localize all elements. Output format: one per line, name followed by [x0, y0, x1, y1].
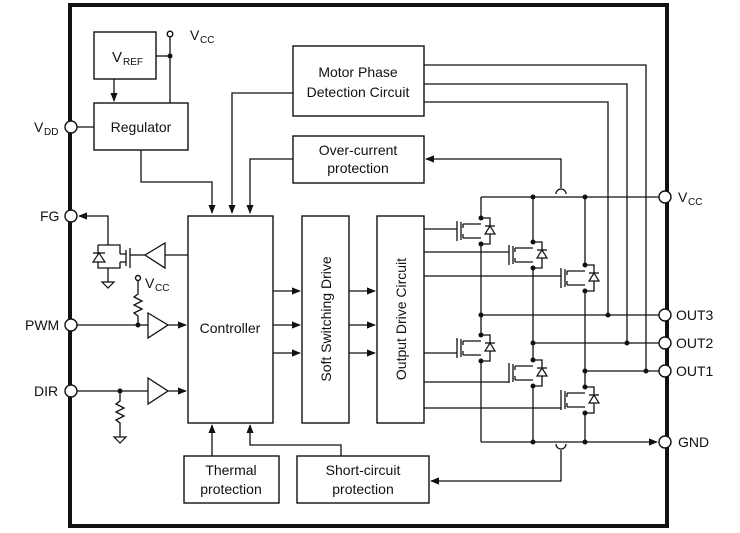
svg-text:Short-circuit: Short-circuit [326, 462, 401, 478]
svg-text:Thermal: Thermal [205, 462, 256, 478]
pin-dir-label: DIR [34, 383, 58, 399]
svg-text:protection: protection [327, 160, 388, 176]
sense-to-overcurrent-arrow [425, 155, 562, 188]
pin-dir [64, 384, 78, 398]
svg-text:Controller: Controller [200, 320, 261, 336]
phase-detect-to-controller-arrow [228, 92, 293, 214]
right-pins: V CC OUT3 OUT2 OUT1 GND [658, 189, 714, 450]
controller-block: Controller [187, 215, 274, 424]
vcc-top-label: V [190, 27, 200, 43]
short-circuit-protection-block: Short-circuit protection [296, 455, 430, 504]
svg-text:CC: CC [155, 283, 169, 294]
pullup-resistor-icon [132, 280, 144, 325]
svg-text:Soft Switching Drive: Soft Switching Drive [318, 256, 334, 381]
pulldown-resistor-icon [114, 391, 126, 437]
pin-pwm [64, 318, 78, 332]
svg-text:Over-current: Over-current [319, 142, 398, 158]
motor-phase-detection-block: Motor Phase Detection Circuit [292, 45, 425, 117]
pin-out3-label: OUT3 [676, 307, 714, 323]
fg-output-arrow [78, 212, 109, 245]
vcc-terminal-icon [166, 30, 174, 38]
shortcircuit-to-controller-arrow [246, 424, 342, 456]
power-mosfet-bridge [456, 197, 601, 442]
phase-1-low-side-mosfet-icon [560, 384, 601, 416]
vref-block: V REF [93, 31, 157, 80]
ground-icon [100, 281, 116, 289]
pwm-buffer-icon [147, 311, 170, 340]
pin-pwm-label: PWM [25, 317, 59, 333]
vref-label: V [112, 49, 122, 66]
output-drive-circuit-block: Output Drive Circuit [376, 215, 425, 424]
pin-out2-label: OUT2 [676, 335, 714, 351]
pin-out2 [658, 336, 672, 350]
pin-gnd [658, 435, 672, 449]
svg-text:DD: DD [44, 127, 58, 138]
svg-text:CC: CC [688, 197, 702, 208]
pin-vcc [658, 190, 672, 204]
ground-icon [112, 436, 128, 444]
wire-crossover [555, 443, 567, 450]
phase-feedback-wires [424, 64, 647, 371]
pin-out1-label: OUT1 [676, 363, 714, 379]
phase-3-low-side-mosfet-icon [456, 332, 497, 364]
fg-buffer-icon [143, 241, 166, 270]
svg-text:Motor Phase: Motor Phase [318, 64, 398, 80]
pin-vdd-label: V [34, 119, 44, 135]
overcurrent-to-controller-arrow [246, 158, 293, 214]
phase-2-high-side-mosfet-icon [508, 239, 549, 271]
pin-gnd-label: GND [678, 434, 709, 450]
pin-fg-label: FG [40, 208, 59, 224]
svg-text:protection: protection [200, 481, 261, 497]
phase-3-high-side-mosfet-icon [456, 215, 497, 247]
pin-vcc-label: V [678, 189, 688, 205]
wire-crossover [555, 188, 567, 195]
controller-to-softswitch-arrows [273, 287, 301, 357]
pin-vdd [64, 120, 78, 134]
pin-fg [64, 209, 78, 223]
chip-outline [68, 3, 669, 528]
junction-dot [167, 53, 173, 59]
pin-out1 [658, 364, 672, 378]
vref-sub: REF [123, 57, 143, 68]
svg-text:CC: CC [200, 35, 214, 46]
gate-drive-wires [424, 228, 561, 409]
vcc-terminal-icon [134, 274, 142, 282]
svg-text:Detection Circuit: Detection Circuit [307, 84, 410, 100]
thermal-protection-block: Thermal protection [183, 455, 280, 504]
svg-text:protection: protection [332, 481, 393, 497]
pin-out3 [658, 308, 672, 322]
regulator-block: Regulator [93, 102, 189, 151]
dir-buffer-icon [147, 376, 170, 406]
phase-1-high-side-mosfet-icon [560, 262, 601, 294]
regulator-label: Regulator [111, 119, 172, 135]
regulator-to-controller-arrow [140, 150, 216, 214]
vcc-pullup-label: V [145, 275, 155, 291]
softswitch-to-output-arrows [349, 287, 376, 357]
soft-switching-drive-block: Soft Switching Drive [301, 215, 350, 424]
phase-2-low-side-mosfet-icon [508, 357, 549, 389]
sense-to-shortcircuit-arrow [430, 450, 562, 485]
over-current-protection-block: Over-current protection [292, 135, 425, 184]
svg-text:Output Drive Circuit: Output Drive Circuit [393, 258, 409, 380]
fg-open-drain-mosfet-icon [91, 244, 131, 289]
